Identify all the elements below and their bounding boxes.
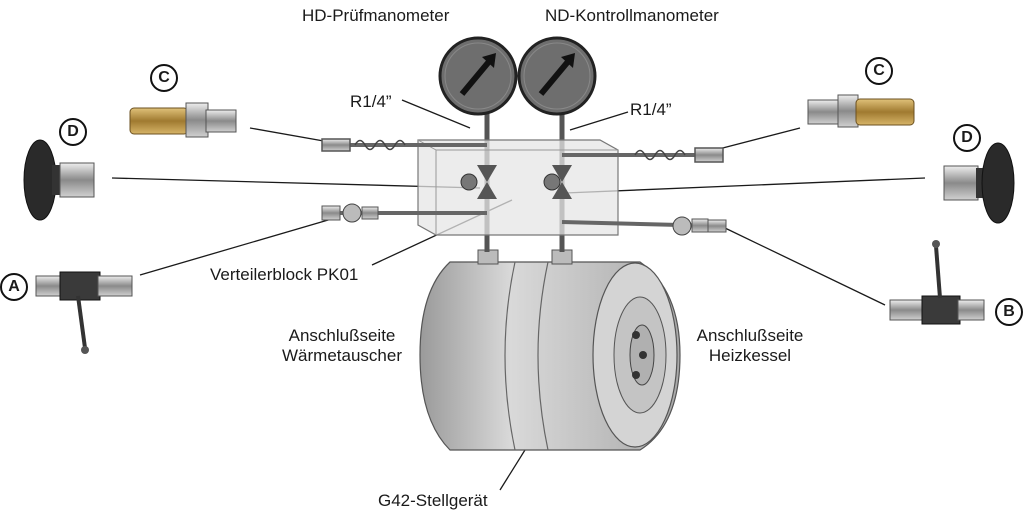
ball-valve-a-icon <box>35 271 133 354</box>
label-thread-left: R1/4” <box>350 92 392 111</box>
hose-spring-left <box>321 138 406 152</box>
badge-a: A <box>0 273 28 301</box>
hose-spring-right <box>634 147 724 163</box>
label-actuator: G42-Stellgerät <box>378 491 488 510</box>
quick-coupler-left <box>321 203 379 223</box>
label-side-left-line2: Wärmetauscher <box>282 346 402 365</box>
leader-b <box>724 227 886 306</box>
label-side-right: Anschlußseite Heizkessel <box>690 326 810 366</box>
coupling-c-right-icon <box>807 94 915 128</box>
leader-d-right <box>564 177 926 194</box>
leader-c-right <box>714 127 801 151</box>
badge-b: B <box>995 298 1023 326</box>
handwheel-d-left-icon <box>23 139 95 221</box>
block-valve-right <box>543 165 572 199</box>
leader-c-left <box>249 127 336 144</box>
actuator-body <box>419 249 681 451</box>
handwheel-d-right-icon <box>943 142 1015 224</box>
leader-thread-left <box>401 99 471 129</box>
label-nd-manometer: ND-Kontrollmanometer <box>545 6 719 25</box>
ball-valve-b-icon <box>889 240 985 325</box>
label-side-right-line2: Heizkessel <box>708 346 792 365</box>
coupling-c-left-icon <box>129 102 237 138</box>
block-valve-left <box>460 165 497 199</box>
leader-a <box>139 217 336 276</box>
hd-gauge-icon <box>438 36 518 116</box>
label-side-right-line1: Anschlußseite <box>696 326 804 345</box>
label-thread-right: R1/4” <box>630 100 672 119</box>
badge-d-right: D <box>953 124 981 152</box>
badge-d-left: D <box>59 118 87 146</box>
nd-gauge-icon <box>517 36 597 116</box>
label-hd-manometer: HD-Prüfmanometer <box>302 6 450 25</box>
badge-c-left: C <box>150 64 178 92</box>
label-side-left-line1: Anschlußseite <box>288 326 396 345</box>
badge-c-right: C <box>865 57 893 85</box>
quick-coupler-right <box>672 216 727 236</box>
label-block: Verteilerblock PK01 <box>210 265 359 284</box>
label-side-left: Anschlußseite Wärmetauscher <box>262 326 422 366</box>
leader-thread-right <box>569 111 629 131</box>
